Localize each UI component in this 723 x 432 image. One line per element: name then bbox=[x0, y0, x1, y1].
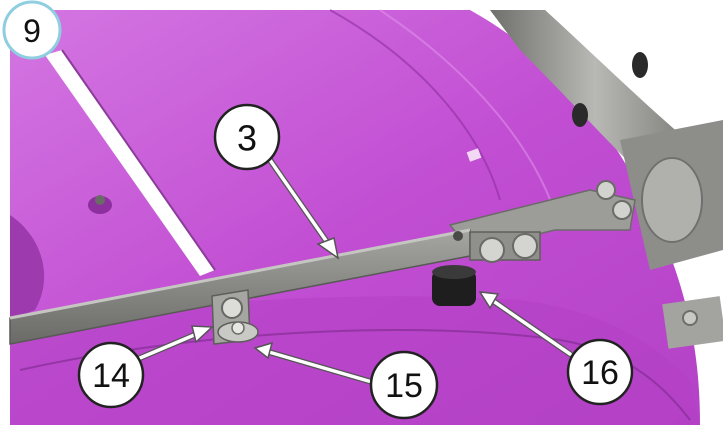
frame-tube-joint bbox=[641, 157, 703, 243]
callout-3: 3 bbox=[213, 103, 281, 171]
leader-arrows bbox=[137, 157, 573, 385]
frame-knob bbox=[632, 52, 648, 78]
bracket-bolt bbox=[596, 180, 616, 200]
callout-16-label: 16 bbox=[581, 354, 619, 392]
step-number: 9 bbox=[23, 13, 41, 49]
bracket-bolt bbox=[612, 200, 632, 220]
surface-contour bbox=[329, 9, 501, 201]
callout-16: 16 bbox=[566, 338, 634, 406]
body-recess bbox=[10, 215, 45, 320]
body-slot-edge bbox=[61, 49, 216, 271]
crossbar-hole bbox=[453, 231, 463, 241]
crossbar-top bbox=[9, 228, 471, 320]
mounting-boss-center bbox=[95, 195, 105, 205]
callout-3-label: 3 bbox=[237, 118, 257, 159]
washer-nut bbox=[231, 321, 245, 335]
callout-15-label: 15 bbox=[385, 367, 423, 405]
surface-contour bbox=[19, 329, 691, 421]
surface-hole bbox=[466, 148, 482, 162]
step-badge: 9 bbox=[2, 0, 62, 60]
body-slot bbox=[45, 50, 215, 276]
hex-bolt bbox=[479, 237, 505, 263]
frame-bolt bbox=[682, 310, 698, 326]
callout-14: 14 bbox=[77, 341, 145, 409]
body-rim bbox=[10, 296, 700, 425]
clamp-bolt bbox=[221, 297, 243, 319]
rubber-bumper-top bbox=[432, 265, 476, 279]
surface-contour bbox=[379, 9, 561, 231]
callout-15: 15 bbox=[369, 350, 439, 420]
rubber-bumper bbox=[432, 270, 476, 306]
callout-14-label: 14 bbox=[92, 357, 130, 395]
frame-knob bbox=[572, 103, 588, 127]
hex-bolt bbox=[512, 233, 538, 259]
